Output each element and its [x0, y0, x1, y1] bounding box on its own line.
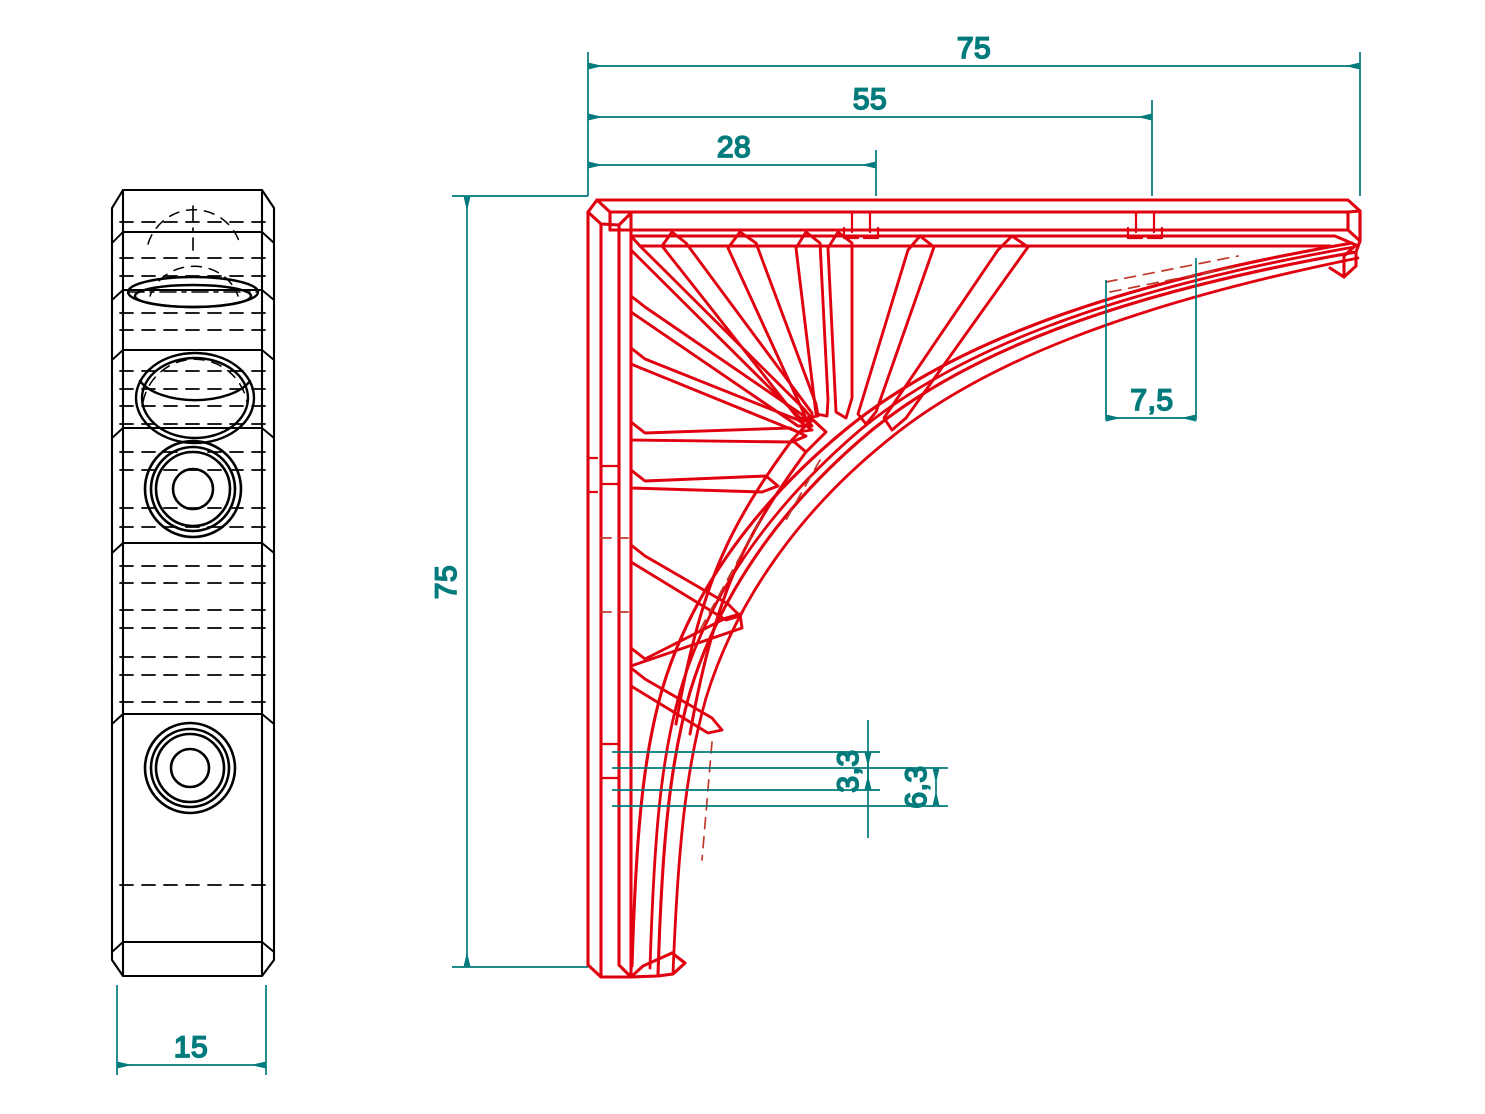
dim-55-label: 55	[853, 83, 887, 116]
inner-web-ledges	[629, 234, 1358, 248]
side-view-hidden-lines	[119, 221, 267, 886]
dim-web-offset-label: 7,5	[1130, 384, 1173, 417]
side-view-counterbore-lower	[143, 721, 237, 815]
dimension-layer: 75 55 28 75 7,5	[116, 31, 1361, 1075]
dim-overall-width-label: 75	[957, 32, 991, 65]
front-view-bracket	[586, 198, 1362, 979]
arm-bottom-cap	[599, 951, 687, 979]
central-hub-spine	[674, 417, 828, 736]
side-view-group	[110, 188, 276, 978]
fan-ribs	[629, 230, 1030, 735]
dim-wall-thick-label: 6,3	[900, 765, 933, 808]
side-view-counterbore-upper	[143, 439, 243, 539]
dim-wall-thin-label: 3,3	[832, 749, 865, 792]
side-view-facet-lines	[111, 231, 275, 953]
front-view-hidden-lines	[599, 255, 1241, 861]
gusset-curve-inner	[648, 245, 1360, 976]
side-view-mid-bore	[134, 351, 256, 445]
arm-tip-cap	[1328, 209, 1362, 279]
side-view-center-marks	[127, 205, 259, 293]
dim-28-label: 28	[717, 131, 751, 164]
dim-side-thickness-label: 15	[174, 1031, 208, 1064]
dim-overall-height-label: 75	[430, 565, 463, 599]
side-view-construction-arcs	[142, 208, 248, 403]
left-flange-slot-marks	[587, 456, 621, 780]
top-flange-slot-marks	[842, 210, 1164, 240]
left-flange	[586, 198, 633, 979]
gusset-curve-outer	[630, 241, 1358, 978]
extension-lines	[116, 52, 1361, 1075]
